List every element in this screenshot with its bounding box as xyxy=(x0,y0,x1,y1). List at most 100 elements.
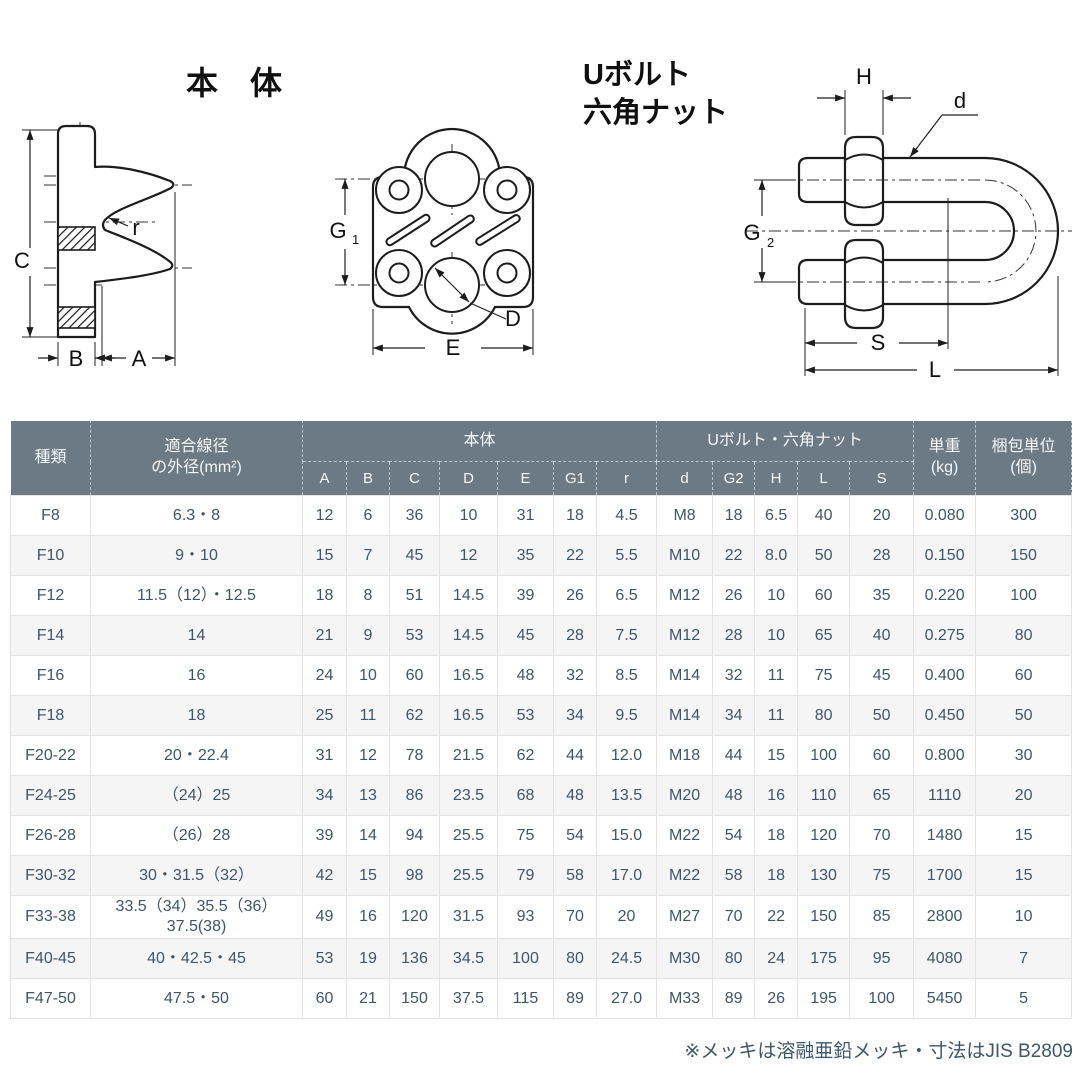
cell-S: 45 xyxy=(849,655,915,696)
cell-D: 37.5 xyxy=(439,978,498,1019)
g1-dimension: G 1 xyxy=(329,179,359,285)
cell-G1: 89 xyxy=(553,978,597,1019)
cell-pack: 50 xyxy=(975,695,1073,736)
cell-r: 7.5 xyxy=(595,615,658,656)
cell-wire: （26）28 xyxy=(90,815,303,856)
cell-D: 23.5 xyxy=(439,775,498,816)
dim-label-c: C xyxy=(14,248,30,273)
cell-d: M30 xyxy=(656,938,714,979)
cell-S: 100 xyxy=(849,978,915,1019)
cell-d: M33 xyxy=(656,978,714,1019)
cell-S: 28 xyxy=(849,535,915,576)
body-side-view-drawing: C r B A xyxy=(14,122,192,371)
cell-pack: 15 xyxy=(975,815,1073,856)
cell-kind: F47-50 xyxy=(10,978,91,1019)
cell-kind: F20-22 xyxy=(10,735,91,776)
ubolt-drawing: H d G 2 S L xyxy=(743,64,1072,382)
cell-E: 39 xyxy=(497,575,554,616)
cell-r: 4.5 xyxy=(595,495,658,536)
cell-weight: 4080 xyxy=(913,938,977,979)
a-dimension: A xyxy=(101,192,176,371)
cell-A: 42 xyxy=(302,855,347,896)
cell-wire: 30・31.5（32） xyxy=(90,855,303,896)
cell-pack: 5 xyxy=(975,978,1073,1019)
cell-H: 18 xyxy=(754,815,799,856)
cell-A: 25 xyxy=(302,695,347,736)
cell-A: 39 xyxy=(302,815,347,856)
technical-drawings: 本 体 Uボルト六角ナット xyxy=(0,0,1080,418)
cell-d: M14 xyxy=(656,655,714,696)
spec-table-header: 種類 適合線径 の外径(mm²) 本体 Uボルト・六角ナット 単重 (kg) 梱… xyxy=(10,420,1073,496)
cell-r: 13.5 xyxy=(595,775,658,816)
col-header-d: d xyxy=(656,461,714,496)
cell-G2: 58 xyxy=(712,855,756,896)
cell-H: 16 xyxy=(754,775,799,816)
cell-L: 175 xyxy=(797,938,851,979)
cell-L: 80 xyxy=(797,695,851,736)
cell-G2: 22 xyxy=(712,535,756,576)
cell-wire: 6.3・8 xyxy=(90,495,303,536)
dim-label-h: H xyxy=(856,64,872,89)
cell-E: 31 xyxy=(497,495,554,536)
cell-E: 62 xyxy=(497,735,554,776)
cell-G2: 80 xyxy=(712,938,756,979)
cell-H: 10 xyxy=(754,615,799,656)
cell-E: 93 xyxy=(497,895,554,939)
cell-H: 22 xyxy=(754,895,799,939)
cell-A: 49 xyxy=(302,895,347,939)
cell-weight: 0.150 xyxy=(913,535,977,576)
cell-G2: 44 xyxy=(712,735,756,776)
grip-slots xyxy=(385,213,521,248)
cell-L: 60 xyxy=(797,575,851,616)
col-header-kind: 種類 xyxy=(10,420,91,496)
cell-L: 195 xyxy=(797,978,851,1019)
col-header-D: D xyxy=(439,461,498,496)
cell-B: 6 xyxy=(346,495,390,536)
col-header-weight: 単重 (kg) xyxy=(913,420,977,496)
cell-d: M12 xyxy=(656,615,714,656)
cell-S: 75 xyxy=(849,855,915,896)
footnote: ※メッキは溶融亜鉛メッキ・寸法はJIS B2809 xyxy=(684,1041,1073,1062)
cell-D: 21.5 xyxy=(439,735,498,776)
g2-dimension: G 2 xyxy=(743,179,796,283)
body-outline xyxy=(56,124,175,339)
cell-C: 36 xyxy=(389,495,440,536)
d-leader: d xyxy=(909,88,978,158)
cell-H: 6.5 xyxy=(754,495,799,536)
col-header-pack-line1: 梱包単位 xyxy=(991,438,1056,456)
l-dimension: L xyxy=(805,276,1059,382)
cell-kind: F10 xyxy=(10,535,91,576)
cell-L: 75 xyxy=(797,655,851,696)
col-header-A: A xyxy=(302,461,347,496)
hex-nuts xyxy=(843,135,885,330)
cell-kind: F26-28 xyxy=(10,815,91,856)
cell-r: 20 xyxy=(595,895,658,939)
dim-label-d-rod: d xyxy=(954,88,966,113)
cell-S: 35 xyxy=(849,575,915,616)
cell-weight: 1480 xyxy=(913,815,977,856)
col-header-G1: G1 xyxy=(553,461,597,496)
cell-A: 12 xyxy=(302,495,347,536)
col-group-ubolt: Uボルト・六角ナット xyxy=(656,420,915,462)
cell-r: 8.5 xyxy=(595,655,658,696)
cell-E: 35 xyxy=(497,535,554,576)
cell-r: 24.5 xyxy=(595,938,658,979)
cell-kind: F14 xyxy=(10,615,91,656)
dim-label-s: S xyxy=(871,330,886,355)
cell-G1: 80 xyxy=(553,938,597,979)
cell-E: 48 xyxy=(497,655,554,696)
hatch-section-upper xyxy=(57,226,96,251)
cell-wire: 33.5（34）35.5（36）37.5(38) xyxy=(90,895,303,939)
cell-C: 53 xyxy=(389,615,440,656)
cell-L: 100 xyxy=(797,735,851,776)
col-header-C: C xyxy=(389,461,440,496)
cell-C: 98 xyxy=(389,855,440,896)
cell-B: 7 xyxy=(346,535,390,576)
cell-wire: 20・22.4 xyxy=(90,735,303,776)
dim-label-g1: G xyxy=(329,218,346,243)
